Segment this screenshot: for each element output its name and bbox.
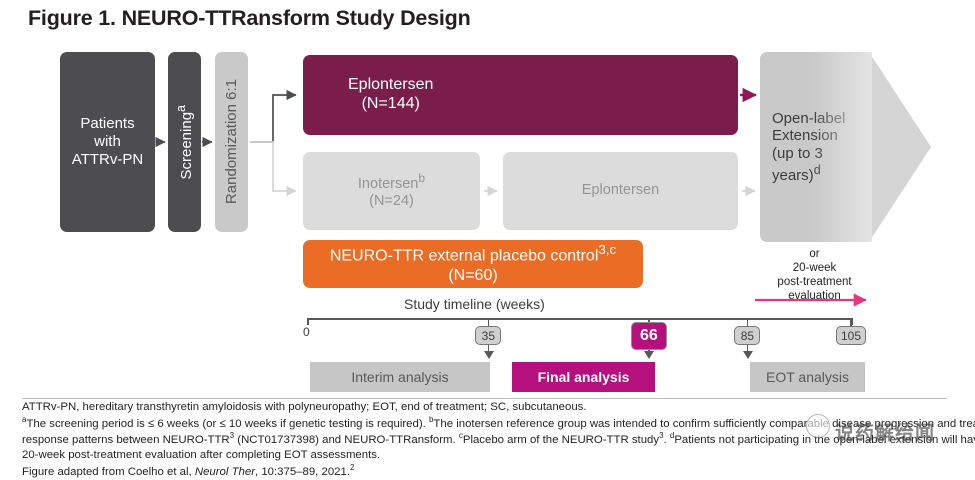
- screening-label: Screeninga: [173, 104, 195, 180]
- open-label-extension-label: Open-label Extension (up to 3 years)d: [772, 109, 846, 184]
- timeline-axis-label: Study timeline (weeks): [404, 296, 545, 312]
- eot-analysis-box: EOT analysis: [750, 362, 865, 392]
- footnote-divider: [22, 398, 947, 399]
- timeline-tick-105: [850, 318, 852, 327]
- timeline-tick-35: [487, 318, 490, 327]
- footnote-line-2: aThe screening period is ≤ 6 weeks (or ≤…: [22, 414, 975, 430]
- screening-box: Screeninga: [168, 52, 201, 232]
- footnotes: ATTRv-PN, hereditary transthyretin amylo…: [22, 400, 975, 480]
- timeline-week-0-label: 0: [303, 325, 310, 339]
- footnote-line-4: 20-week post-treatment evaluation after …: [22, 449, 381, 462]
- eplontersen-treatment-box: Eplontersen (N=144): [303, 55, 738, 135]
- inotersen-reference-box: Inotersenb (N=24): [303, 152, 480, 230]
- eot-analysis-label: EOT analysis: [766, 369, 849, 385]
- timeline-arrow-85: [743, 345, 752, 359]
- timeline-arrow-35: [484, 345, 493, 359]
- external-placebo-control-label: NEURO-TTR external placebo control3,c (N…: [329, 242, 617, 284]
- eplontersen-crossover-label: Eplontersen: [581, 182, 660, 199]
- randomization-box: Randomization 6:1: [215, 52, 248, 232]
- randomization-label: Randomization 6:1: [222, 79, 240, 205]
- interim-analysis-label: Interim analysis: [351, 369, 449, 385]
- final-analysis-label: Final analysis: [537, 369, 630, 385]
- timeline-week-badge-105: 105: [836, 326, 866, 345]
- timeline-week-badge-85: 85: [734, 326, 761, 345]
- footnote-line-3: response patterns between NEURO-TTR3 (NC…: [22, 431, 975, 447]
- arrow-randomization-to-eplontersen: [250, 89, 297, 143]
- timeline-arrow-66: [644, 350, 653, 359]
- footnote-abbreviations: ATTRv-PN, hereditary transthyretin amylo…: [22, 401, 587, 413]
- external-placebo-control-box: NEURO-TTR external placebo control3,c (N…: [303, 240, 643, 288]
- eplontersen-crossover-box: Eplontersen: [503, 152, 738, 230]
- inotersen-label: Inotersenb (N=24): [357, 171, 426, 210]
- timeline-week-badge-66: 66: [630, 322, 667, 350]
- arrow-randomization-to-inotersen: [250, 141, 297, 197]
- timeline-axis-end-cap: [851, 318, 853, 325]
- open-label-extension-arrowhead-icon: [869, 52, 931, 242]
- final-analysis-box: Final analysis: [512, 362, 655, 392]
- timeline-axis: [307, 318, 853, 320]
- eplontersen-treatment-label: Eplontersen (N=144): [348, 76, 434, 112]
- timeline-axis-start-cap: [307, 318, 309, 325]
- page-title: Figure 1. NEURO-TTRansform Study Design: [28, 6, 471, 30]
- interim-analysis-box: Interim analysis: [310, 362, 490, 392]
- open-label-extension-box: Open-label Extension (up to 3 years)d: [760, 52, 870, 242]
- timeline-tick-85: [746, 318, 749, 327]
- footnote-citation: Figure adapted from Coelho et al, Neurol…: [22, 462, 355, 478]
- timeline-week-badge-35: 35: [475, 326, 502, 345]
